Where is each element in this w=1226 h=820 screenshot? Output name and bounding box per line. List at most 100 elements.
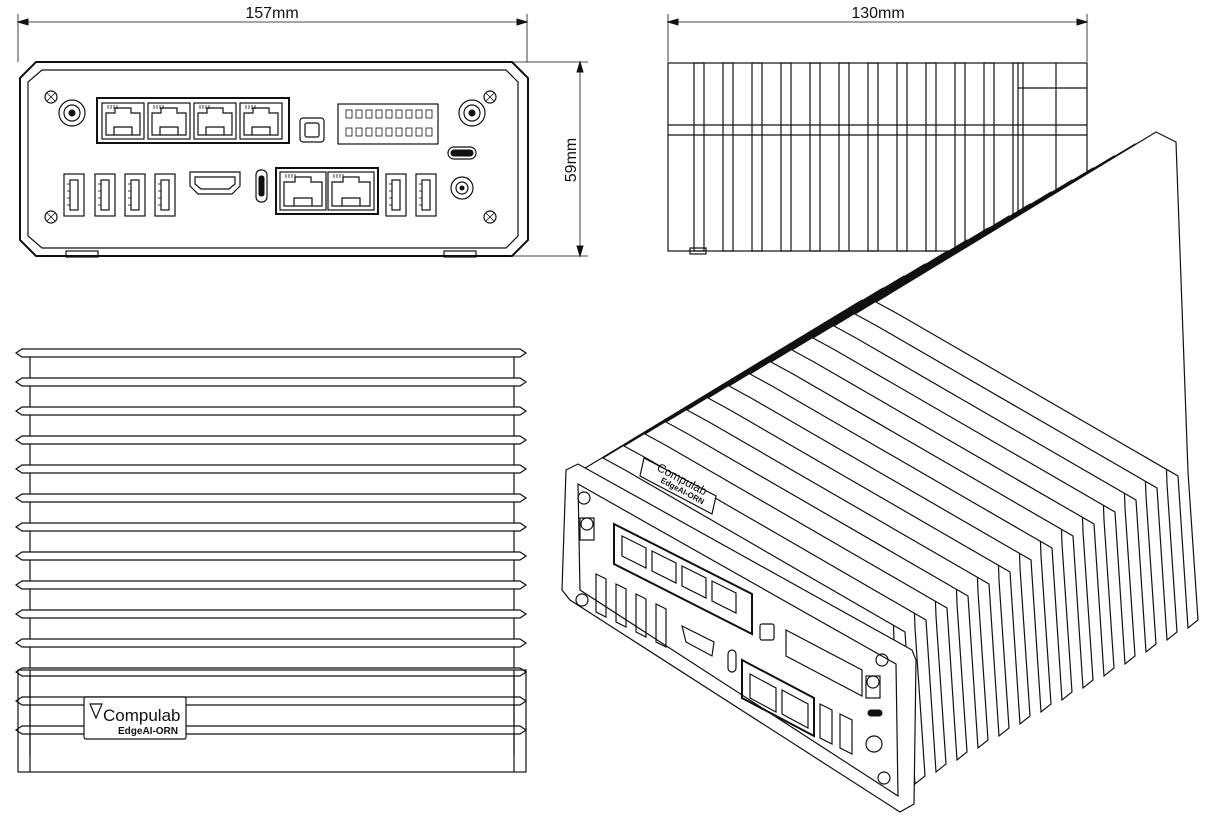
screw-icon — [44, 210, 58, 224]
terminal-pin — [415, 109, 423, 119]
terminal-pin — [425, 127, 433, 137]
length-dimension-label: 130mm — [851, 5, 904, 22]
heatsink-fin — [14, 348, 528, 358]
antenna-connector-icon — [458, 99, 486, 127]
front-panel-outline — [19, 61, 529, 257]
iso-power-button — [759, 623, 775, 641]
hdmi-port-icon — [189, 171, 241, 195]
power-button-icon — [299, 117, 325, 143]
heatsink-fin — [809, 62, 821, 252]
terminal-pin — [385, 109, 393, 119]
ethernet-port-block — [96, 97, 290, 144]
heatsink-fin — [14, 493, 528, 503]
heatsink-fin — [14, 551, 528, 561]
heatsink-fin — [14, 725, 528, 735]
terminal-pin — [405, 109, 413, 119]
height-dimension-label: 59mm — [563, 138, 580, 182]
iso-hdmi-port — [681, 624, 715, 657]
heatsink-fin — [722, 62, 734, 252]
heatsink-fin — [14, 464, 528, 474]
heatsink-fin — [14, 580, 528, 590]
iso-dc-jack — [865, 735, 883, 753]
compulab-label-plate: Compulab EdgeAI-ORN — [83, 696, 187, 740]
ethernet-port-icon — [193, 102, 237, 140]
usb-port-group — [385, 173, 437, 217]
ethernet-port-block-2 — [275, 167, 379, 215]
heatsink-fin — [14, 696, 528, 706]
heatsink-fin — [14, 522, 528, 532]
heatsink-fin — [14, 406, 528, 416]
usb-port-group — [63, 173, 176, 217]
heatsink-fin — [874, 131, 1199, 630]
model-name: EdgeAI-ORN — [118, 726, 178, 737]
terminal-pin — [425, 109, 433, 119]
usb-port-icon — [124, 173, 146, 217]
iso-usb-c-port — [727, 649, 737, 673]
antenna-connector-icon — [58, 99, 86, 127]
terminal-pin — [415, 127, 423, 137]
heatsink-fin — [867, 62, 879, 252]
iso-ethernet-block — [613, 522, 753, 636]
screw-icon — [575, 593, 589, 607]
screw-icon — [877, 771, 891, 785]
usb-port-icon — [94, 173, 116, 217]
front-view: 157mm 59mm — [16, 5, 588, 258]
screw-icon — [483, 90, 497, 104]
terminal-pin — [345, 109, 353, 119]
ethernet-port-icon — [239, 102, 283, 140]
screw-icon — [875, 653, 889, 667]
heatsink-fin — [896, 62, 908, 252]
heatsink-fin — [14, 609, 528, 619]
terminal-pin — [395, 109, 403, 119]
heatsink-fin — [925, 62, 937, 252]
ethernet-port-icon — [147, 102, 191, 140]
iso-terminal-block — [785, 629, 863, 697]
heatsink-fin — [780, 62, 792, 252]
usb-c-port-icon — [255, 169, 268, 203]
usb-port-icon — [415, 173, 437, 217]
iso-usb-ports — [595, 573, 853, 755]
heatsink-fin — [954, 62, 966, 252]
length-dimension: 130mm — [666, 5, 1089, 62]
antenna-connector-icon — [865, 675, 881, 699]
ethernet-port-icon — [101, 102, 145, 140]
width-dimension: 157mm — [16, 5, 529, 62]
usb-port-icon — [154, 173, 176, 217]
top-view: Compulab EdgeAI-ORN — [14, 348, 528, 773]
terminal-pin — [395, 127, 403, 137]
iso-status-led — [867, 709, 883, 717]
terminal-pin — [375, 127, 383, 137]
terminal-pin — [355, 127, 363, 137]
heatsink-fin — [983, 62, 995, 252]
terminal-pin — [405, 127, 413, 137]
heatsink-fin — [14, 638, 528, 648]
heatsink-fin — [14, 377, 528, 387]
ethernet-port-icon — [279, 171, 327, 211]
usb-port-icon — [63, 173, 85, 217]
terminal-pin — [365, 109, 373, 119]
screw-icon — [483, 210, 497, 224]
iso-ethernet-block-2 — [741, 658, 815, 738]
terminal-pin — [355, 109, 363, 119]
heatsink-fin — [838, 62, 850, 252]
terminal-pin — [385, 127, 393, 137]
terminal-pin — [365, 127, 373, 137]
dc-power-jack-icon — [450, 176, 474, 200]
heatsink-fin — [14, 435, 528, 445]
iso-front-panel — [561, 463, 917, 813]
width-dimension-label: 157mm — [245, 5, 298, 22]
isometric-view: Compulab EdgeAI-ORN — [561, 131, 1199, 813]
screw-icon — [577, 491, 591, 505]
terminal-block-connector — [337, 103, 439, 145]
antenna-connector-icon — [579, 517, 595, 541]
screw-icon — [44, 90, 58, 104]
brand-logo-text: Compulab — [103, 706, 181, 725]
status-led-icon — [447, 146, 477, 160]
heatsink-fin — [751, 62, 763, 252]
usb-port-icon — [385, 173, 407, 217]
height-dimension: 59mm — [512, 60, 588, 258]
heatsink-fin — [693, 62, 705, 252]
terminal-pin — [375, 109, 383, 119]
heatsink-fin — [14, 667, 528, 677]
